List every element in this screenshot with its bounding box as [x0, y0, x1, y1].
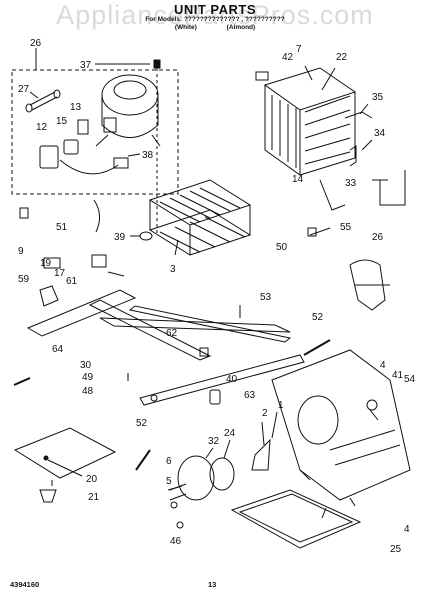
callout-27: 27 — [18, 84, 30, 95]
part-26-wire-harness — [349, 259, 386, 311]
callout-37: 37 — [80, 60, 92, 71]
callout-51: 51 — [56, 222, 68, 233]
compressor-group-box — [11, 69, 179, 195]
part-9-clip — [19, 207, 29, 219]
callout-48: 48 — [82, 386, 94, 397]
callout-30: 30 — [80, 360, 92, 371]
callout-4b: 4 — [404, 524, 410, 535]
callout-40: 40 — [226, 374, 238, 385]
part-12-relay — [39, 145, 59, 169]
variant-almond: (Almond) — [226, 24, 256, 31]
part-5-screw — [170, 501, 178, 509]
callout-17: 17 — [54, 268, 66, 279]
callout-55: 55 — [340, 222, 352, 233]
callout-13: 13 — [70, 102, 82, 113]
callout-22: 22 — [336, 52, 348, 63]
part-51-tube — [93, 199, 100, 233]
callout-34: 34 — [374, 128, 386, 139]
callout-12: 12 — [36, 122, 48, 133]
callout-25: 25 — [390, 544, 402, 555]
diagram-title: UNIT PARTS — [173, 2, 257, 17]
callout-59: 59 — [18, 274, 30, 285]
callout-14: 14 — [292, 174, 304, 185]
callout-labels: 26 37 27 15 12 13 38 42 7 22 35 34 14 33… — [18, 38, 416, 555]
callout-21: 21 — [88, 492, 100, 503]
part-38-connector — [113, 157, 129, 169]
compressor — [95, 74, 161, 147]
variant-white: (White) — [174, 24, 197, 31]
part-42-clip — [255, 71, 269, 81]
callout-38: 38 — [142, 150, 154, 161]
condenser — [148, 179, 252, 256]
part-55-screw — [309, 227, 331, 236]
drain-pan — [230, 489, 362, 549]
part-63-bushing — [209, 389, 221, 405]
callout-4: 4 — [380, 360, 386, 371]
part-62-clip — [199, 347, 209, 357]
callout-52b: 52 — [136, 418, 148, 429]
callout-20: 20 — [86, 474, 98, 485]
callout-50: 50 — [276, 242, 288, 253]
base-frame — [26, 289, 292, 361]
callout-64: 64 — [52, 344, 64, 355]
callout-1: 1 — [278, 400, 284, 411]
callout-32: 32 — [208, 436, 220, 447]
part-21-fitting — [39, 489, 57, 503]
variant-line: (White) (Almond) — [0, 24, 430, 31]
part-19-bracket — [43, 257, 61, 269]
callout-62: 62 — [166, 328, 178, 339]
part-15-overload — [63, 139, 79, 155]
part-13-cover — [77, 119, 89, 135]
document-number: 4394160 — [10, 580, 40, 589]
callout-63: 63 — [244, 390, 256, 401]
part-52-pin-lower — [135, 449, 151, 471]
part-17-fan-bracket — [91, 254, 107, 268]
fan-motor — [169, 455, 235, 501]
fan-shroud — [271, 349, 411, 507]
callout-2: 2 — [262, 408, 268, 419]
part-2-fan-blade — [251, 438, 271, 471]
callout-26: 26 — [30, 38, 42, 49]
callout-49: 49 — [82, 372, 94, 383]
part-64-spring — [13, 377, 31, 386]
callout-39: 39 — [114, 232, 126, 243]
callout-5: 5 — [166, 476, 172, 487]
page-number: 13 — [208, 580, 217, 589]
part-59-cover — [39, 285, 59, 307]
part-14-drain-tube — [319, 179, 346, 211]
models-line: For Models: ?????????????? , ?????????? — [145, 16, 285, 23]
part-6-bracket — [167, 485, 183, 491]
callout-6: 6 — [166, 456, 172, 467]
part-33-defrost-heater — [379, 170, 406, 206]
part-46-screw — [176, 521, 184, 529]
callout-19: 19 — [40, 258, 52, 269]
callout-7: 7 — [296, 44, 302, 55]
part-35-heater-clip — [344, 111, 373, 119]
callout-9: 9 — [18, 246, 24, 257]
callout-35: 35 — [372, 92, 384, 103]
callout-41: 41 — [392, 370, 404, 381]
part-39-grommet — [139, 231, 153, 241]
callout-42: 42 — [282, 52, 294, 63]
callout-53: 53 — [260, 292, 272, 303]
evaporator — [263, 67, 357, 176]
part-52-pin — [303, 339, 331, 356]
part-54-grommet — [369, 409, 379, 421]
callout-61: 61 — [66, 276, 78, 287]
part-34-bracket — [349, 145, 357, 167]
callout-24: 24 — [224, 428, 236, 439]
part-27-relay-tube — [25, 89, 61, 113]
part-20-drain-mat — [13, 427, 117, 479]
callout-52: 52 — [312, 312, 324, 323]
callout-3: 3 — [170, 264, 176, 275]
callout-26b: 26 — [372, 232, 384, 243]
callout-46: 46 — [170, 536, 182, 547]
callout-33: 33 — [345, 178, 357, 189]
part-40-rail — [139, 354, 305, 406]
callout-15: 15 — [56, 116, 68, 127]
callout-54: 54 — [404, 374, 416, 385]
